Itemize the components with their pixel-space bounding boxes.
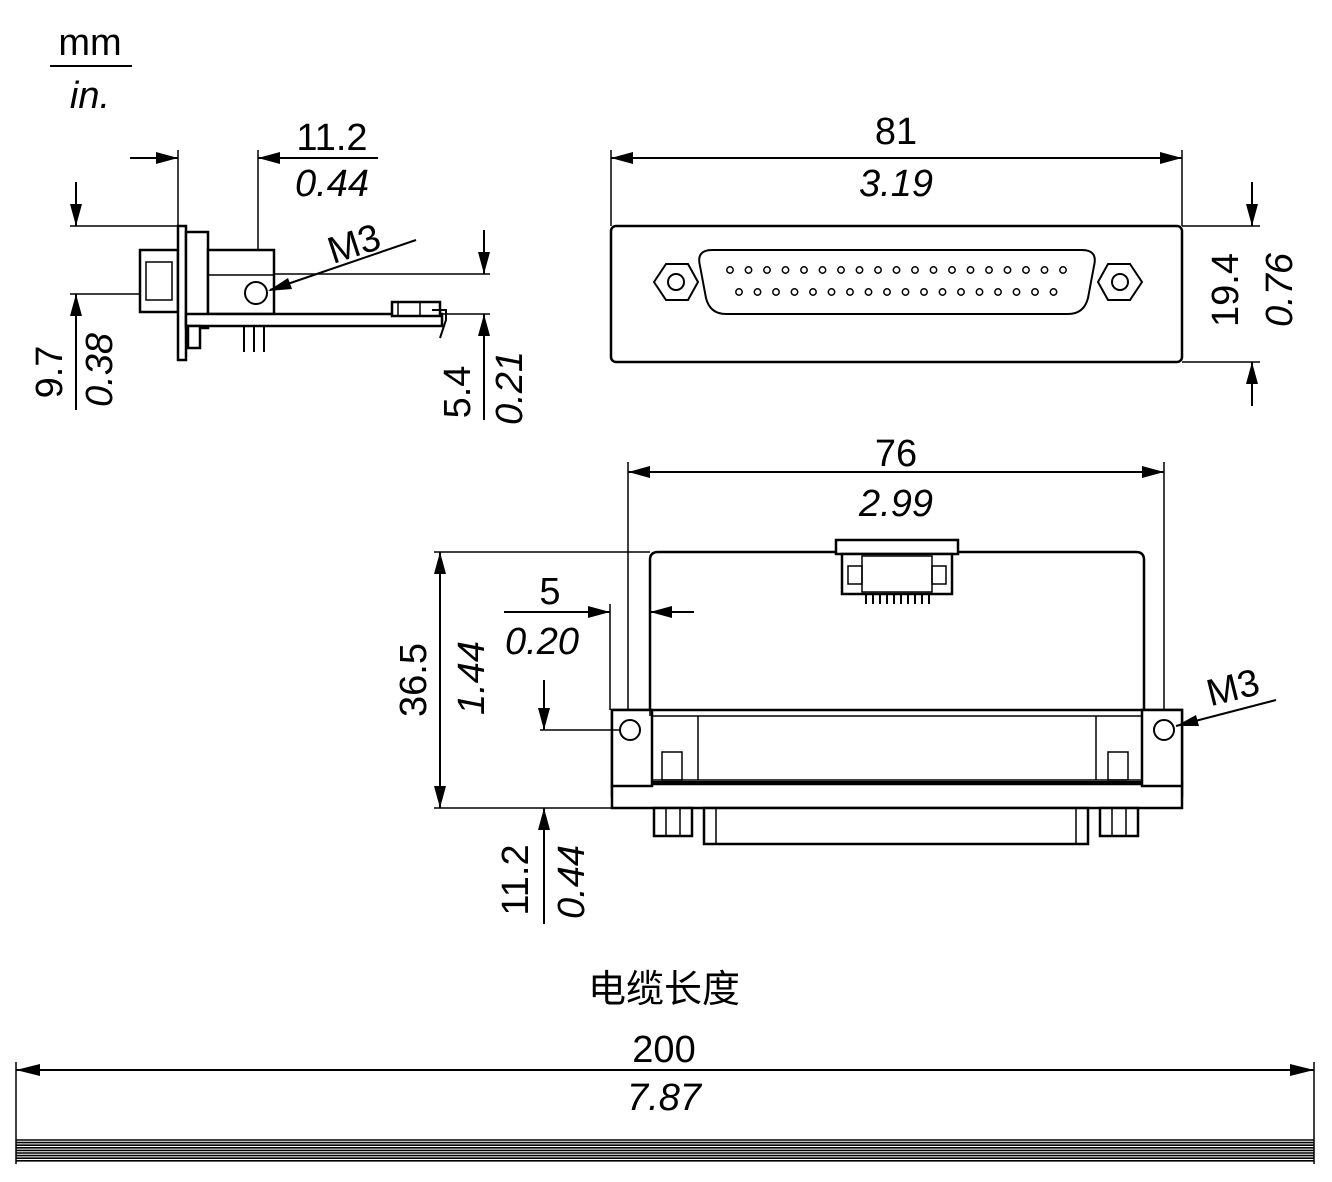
- pin: [726, 266, 734, 274]
- side-height-mm: 9.7: [29, 346, 71, 399]
- pin: [920, 288, 928, 296]
- top-height-in: 1.44: [451, 641, 493, 715]
- side-width-in: 0.44: [295, 163, 369, 205]
- pin: [855, 266, 864, 274]
- cable-length-in: 7.87: [627, 1077, 703, 1119]
- pin: [994, 288, 1002, 296]
- pin: [781, 266, 790, 274]
- pin: [735, 288, 743, 296]
- cable-length-mm: 200: [632, 1029, 695, 1071]
- top-depth-mm: 11.2: [495, 844, 537, 915]
- pin-row-top: [726, 266, 1067, 274]
- pin: [818, 266, 827, 274]
- pin: [1022, 266, 1030, 274]
- pin: [772, 288, 780, 296]
- pin: [911, 266, 919, 274]
- board-connector-pins: [865, 594, 930, 604]
- side-view: 11.2 0.44 9.7 0.38 5.4 0.21 M3: [29, 117, 531, 425]
- pin: [1003, 266, 1012, 274]
- pin: [1040, 266, 1049, 274]
- top-flange-mm: 5: [539, 571, 560, 613]
- pin: [827, 288, 836, 296]
- pin: [744, 266, 753, 274]
- pin: [800, 266, 808, 274]
- top-width-mm: 76: [875, 433, 917, 475]
- pin: [753, 288, 762, 296]
- top-flange-in: 0.20: [505, 621, 579, 663]
- ribbon-cable: [16, 1139, 1314, 1162]
- cable-length-label: 电缆长度: [588, 969, 740, 1011]
- units-legend: mm in.: [50, 22, 132, 117]
- pin: [975, 288, 984, 296]
- front-height-mm: 19.4: [1205, 253, 1247, 327]
- side-screw-label: M3: [323, 216, 386, 272]
- unit-mm: mm: [58, 22, 121, 64]
- front-width-in: 3.19: [859, 163, 933, 205]
- pin: [948, 266, 956, 274]
- pin: [966, 266, 975, 274]
- top-depth-in: 0.44: [551, 845, 593, 919]
- pin: [1049, 288, 1058, 296]
- pin: [790, 288, 799, 296]
- top-view: 76 2.99 36.5 1.44 5 0.20 11.2 0.44 M3: [393, 433, 1277, 924]
- pin: [901, 288, 910, 296]
- top-height-mm: 36.5: [393, 643, 435, 717]
- pin: [1031, 288, 1039, 296]
- top-screw-label: M3: [1202, 662, 1263, 716]
- side-offset-mm: 5.4: [437, 366, 479, 419]
- pin: [837, 266, 845, 274]
- side-width-mm: 11.2: [296, 117, 367, 159]
- pin: [1059, 266, 1067, 274]
- pin: [938, 288, 947, 296]
- pin-row-bottom: [735, 288, 1058, 296]
- pin: [883, 288, 891, 296]
- pin: [874, 266, 882, 274]
- cable-length: 电缆长度 200 7.87: [15, 969, 1315, 1164]
- front-view: 81 3.19 19.4 0.76: [609, 111, 1301, 406]
- pin: [957, 288, 965, 296]
- pin: [985, 266, 993, 274]
- pin: [846, 288, 854, 296]
- pin: [864, 288, 873, 296]
- top-width-in: 2.99: [858, 483, 933, 525]
- unit-in: in.: [70, 75, 110, 117]
- pin: [929, 266, 938, 274]
- pin: [763, 266, 771, 274]
- side-height-in: 0.38: [79, 333, 121, 407]
- pin: [809, 288, 817, 296]
- pin: [892, 266, 901, 274]
- front-height-in: 0.76: [1259, 252, 1301, 327]
- front-width-mm: 81: [875, 111, 917, 153]
- side-offset-in: 0.21: [489, 351, 531, 425]
- pin: [1012, 288, 1021, 296]
